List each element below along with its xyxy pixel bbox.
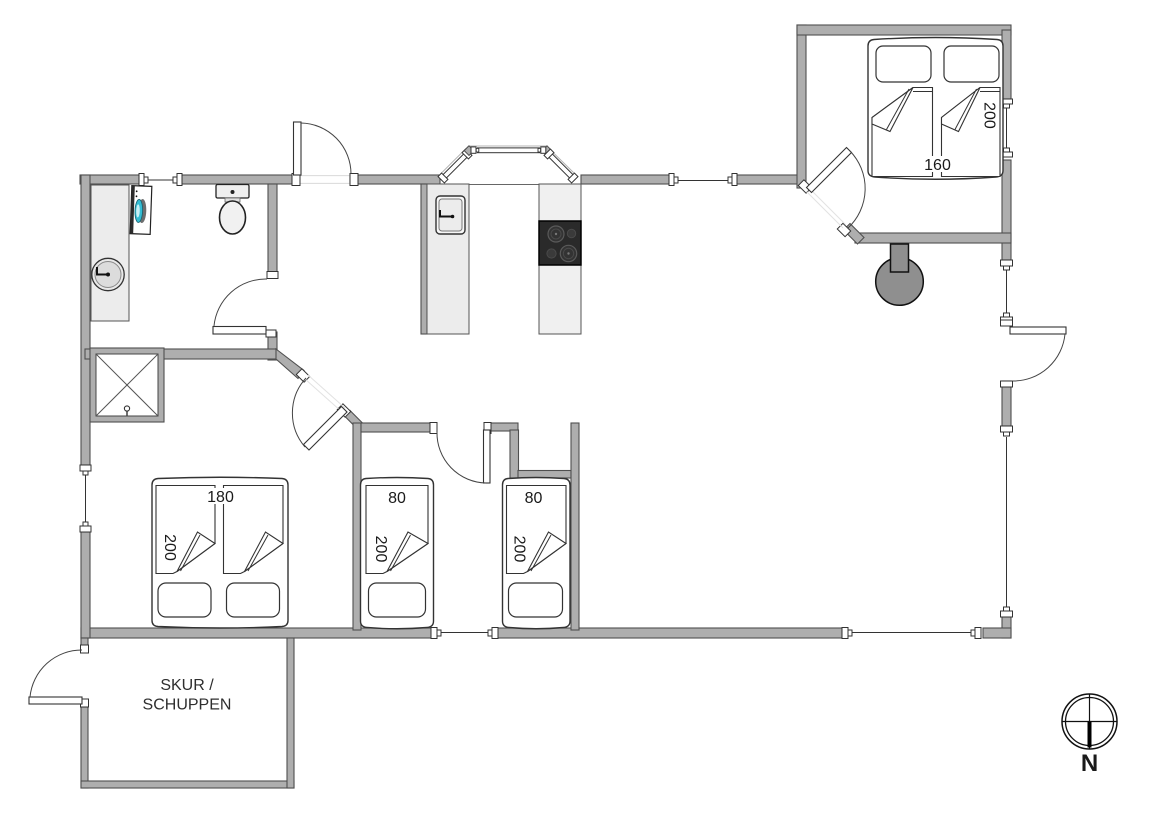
svg-text:200: 200 [511, 536, 528, 563]
svg-text:200: 200 [372, 536, 389, 563]
svg-text:200: 200 [980, 102, 997, 129]
svg-text:SCHUPPEN: SCHUPPEN [143, 697, 232, 714]
svg-text:160: 160 [924, 157, 951, 174]
svg-text:200: 200 [161, 534, 178, 561]
svg-text:80: 80 [525, 490, 543, 507]
svg-text:N: N [1081, 750, 1098, 777]
svg-text:180: 180 [207, 489, 234, 506]
svg-text:80: 80 [388, 490, 406, 507]
svg-text:SKUR /: SKUR / [160, 677, 214, 694]
